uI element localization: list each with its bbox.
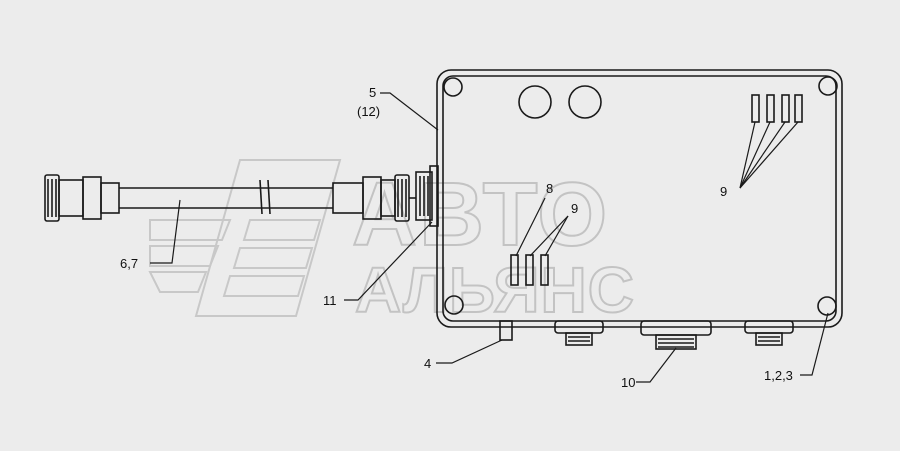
leader-lines <box>150 92 829 383</box>
callout-12: (12) <box>357 104 380 119</box>
leader-9-middle <box>529 215 569 257</box>
screw-top-left <box>443 77 463 97</box>
leader-1-2-3 <box>800 312 829 376</box>
indicator-right <box>568 85 602 119</box>
fuse-group-top <box>751 94 803 123</box>
callout-labels: 5 (12) 6,7 11 4 10 1,2,3 8 9 9 <box>120 85 793 390</box>
box-outer <box>436 69 843 328</box>
screw-bottom-right <box>817 296 837 316</box>
bottom-connector-right <box>744 320 794 346</box>
leader-4 <box>436 339 503 364</box>
leader-11 <box>344 221 433 301</box>
leader-10 <box>636 347 677 383</box>
callout-8: 8 <box>546 181 553 196</box>
callout-10: 10 <box>621 375 635 390</box>
watermark-text-line1: АВТО <box>352 165 609 265</box>
watermark-emblem <box>148 159 342 317</box>
watermark-text-line2: АЛЬЯНС <box>355 254 635 326</box>
indicator-left <box>518 85 552 119</box>
left-connector-sleeve <box>100 182 120 214</box>
cable-break-2 <box>267 179 271 215</box>
leader-9-top <box>739 121 799 189</box>
cable-assembly <box>44 174 416 222</box>
leader-5 <box>380 92 439 131</box>
callout-6-7: 6,7 <box>120 256 138 271</box>
callout-4: 4 <box>424 356 431 371</box>
watermark-logo: АВТО АЛЬЯНС <box>148 159 635 327</box>
bottom-connector-left <box>554 320 604 346</box>
left-connector-collar <box>82 176 102 220</box>
stud-part-4 <box>499 320 513 341</box>
bottom-connector-middle <box>640 320 712 350</box>
callout-9-top: 9 <box>720 184 727 199</box>
box-inner <box>442 75 837 322</box>
leader-8 <box>515 197 546 257</box>
screw-top-right <box>818 76 838 96</box>
fuse-group-middle <box>510 254 549 286</box>
cable-break-1 <box>259 179 263 215</box>
side-plug <box>415 165 439 227</box>
callout-1-2-3: 1,2,3 <box>764 368 793 383</box>
callout-5: 5 <box>369 85 376 100</box>
screw-bottom-left <box>444 295 464 315</box>
callout-11: 11 <box>323 293 337 308</box>
leader-6-7 <box>150 199 181 264</box>
left-connector-body <box>58 179 84 217</box>
callout-9-middle: 9 <box>571 201 578 216</box>
